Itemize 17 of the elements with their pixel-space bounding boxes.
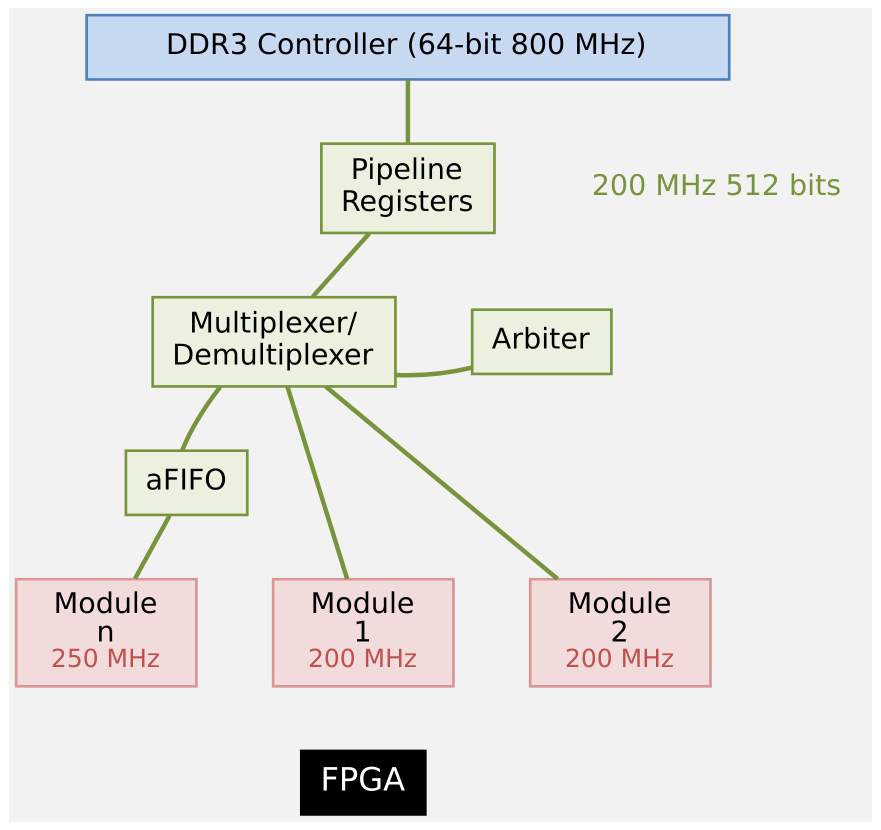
node-box: DDR3 Controller (64-bit 800 MHz) bbox=[85, 14, 731, 81]
connector bbox=[311, 232, 371, 298]
node-box: Arbiter bbox=[470, 308, 613, 376]
label: 200 MHz 512 bits bbox=[592, 168, 842, 202]
connector bbox=[406, 80, 410, 144]
node-box: Module 1 200 MHz bbox=[272, 578, 455, 688]
connector bbox=[133, 514, 172, 580]
node-box: Multiplexer/ Demultiplexer bbox=[151, 296, 397, 388]
connector bbox=[180, 386, 222, 451]
node-box: aFIFO bbox=[124, 449, 249, 516]
node-box: Pipeline Registers bbox=[320, 142, 496, 234]
node-box: Module 2 200 MHz bbox=[528, 578, 712, 688]
node-box: Module n 250 MHz bbox=[14, 578, 198, 688]
connector bbox=[285, 386, 350, 580]
label: FPGA bbox=[320, 760, 406, 799]
connector bbox=[396, 366, 472, 378]
connector bbox=[324, 384, 559, 581]
